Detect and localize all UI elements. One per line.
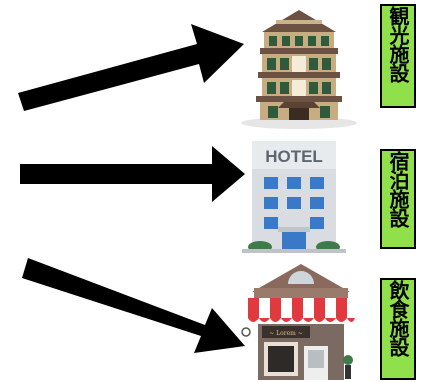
- label-lodging-facility: 宿泊施設: [380, 149, 416, 249]
- label-dining-facility: 飲食施設: [380, 278, 416, 380]
- historic-inn-icon: [241, 10, 357, 129]
- cafe-sign: ~ Lorem ~: [269, 330, 303, 337]
- hotel-sign: HOTEL: [265, 147, 323, 166]
- label-dining-text: 飲食施設: [386, 280, 410, 356]
- hotel-building-icon: HOTEL: [242, 141, 346, 253]
- arrow-to-dining: [22, 258, 245, 353]
- label-lodging-text: 宿泊施設: [386, 151, 410, 227]
- arrow-to-sightseeing: [18, 24, 244, 111]
- arrow-to-lodging: [20, 146, 245, 202]
- label-sightseeing-text: 観光施設: [386, 6, 410, 82]
- cafe-shop-icon: ~ Lorem ~: [241, 264, 355, 380]
- label-sightseeing-facility: 観光施設: [380, 4, 416, 108]
